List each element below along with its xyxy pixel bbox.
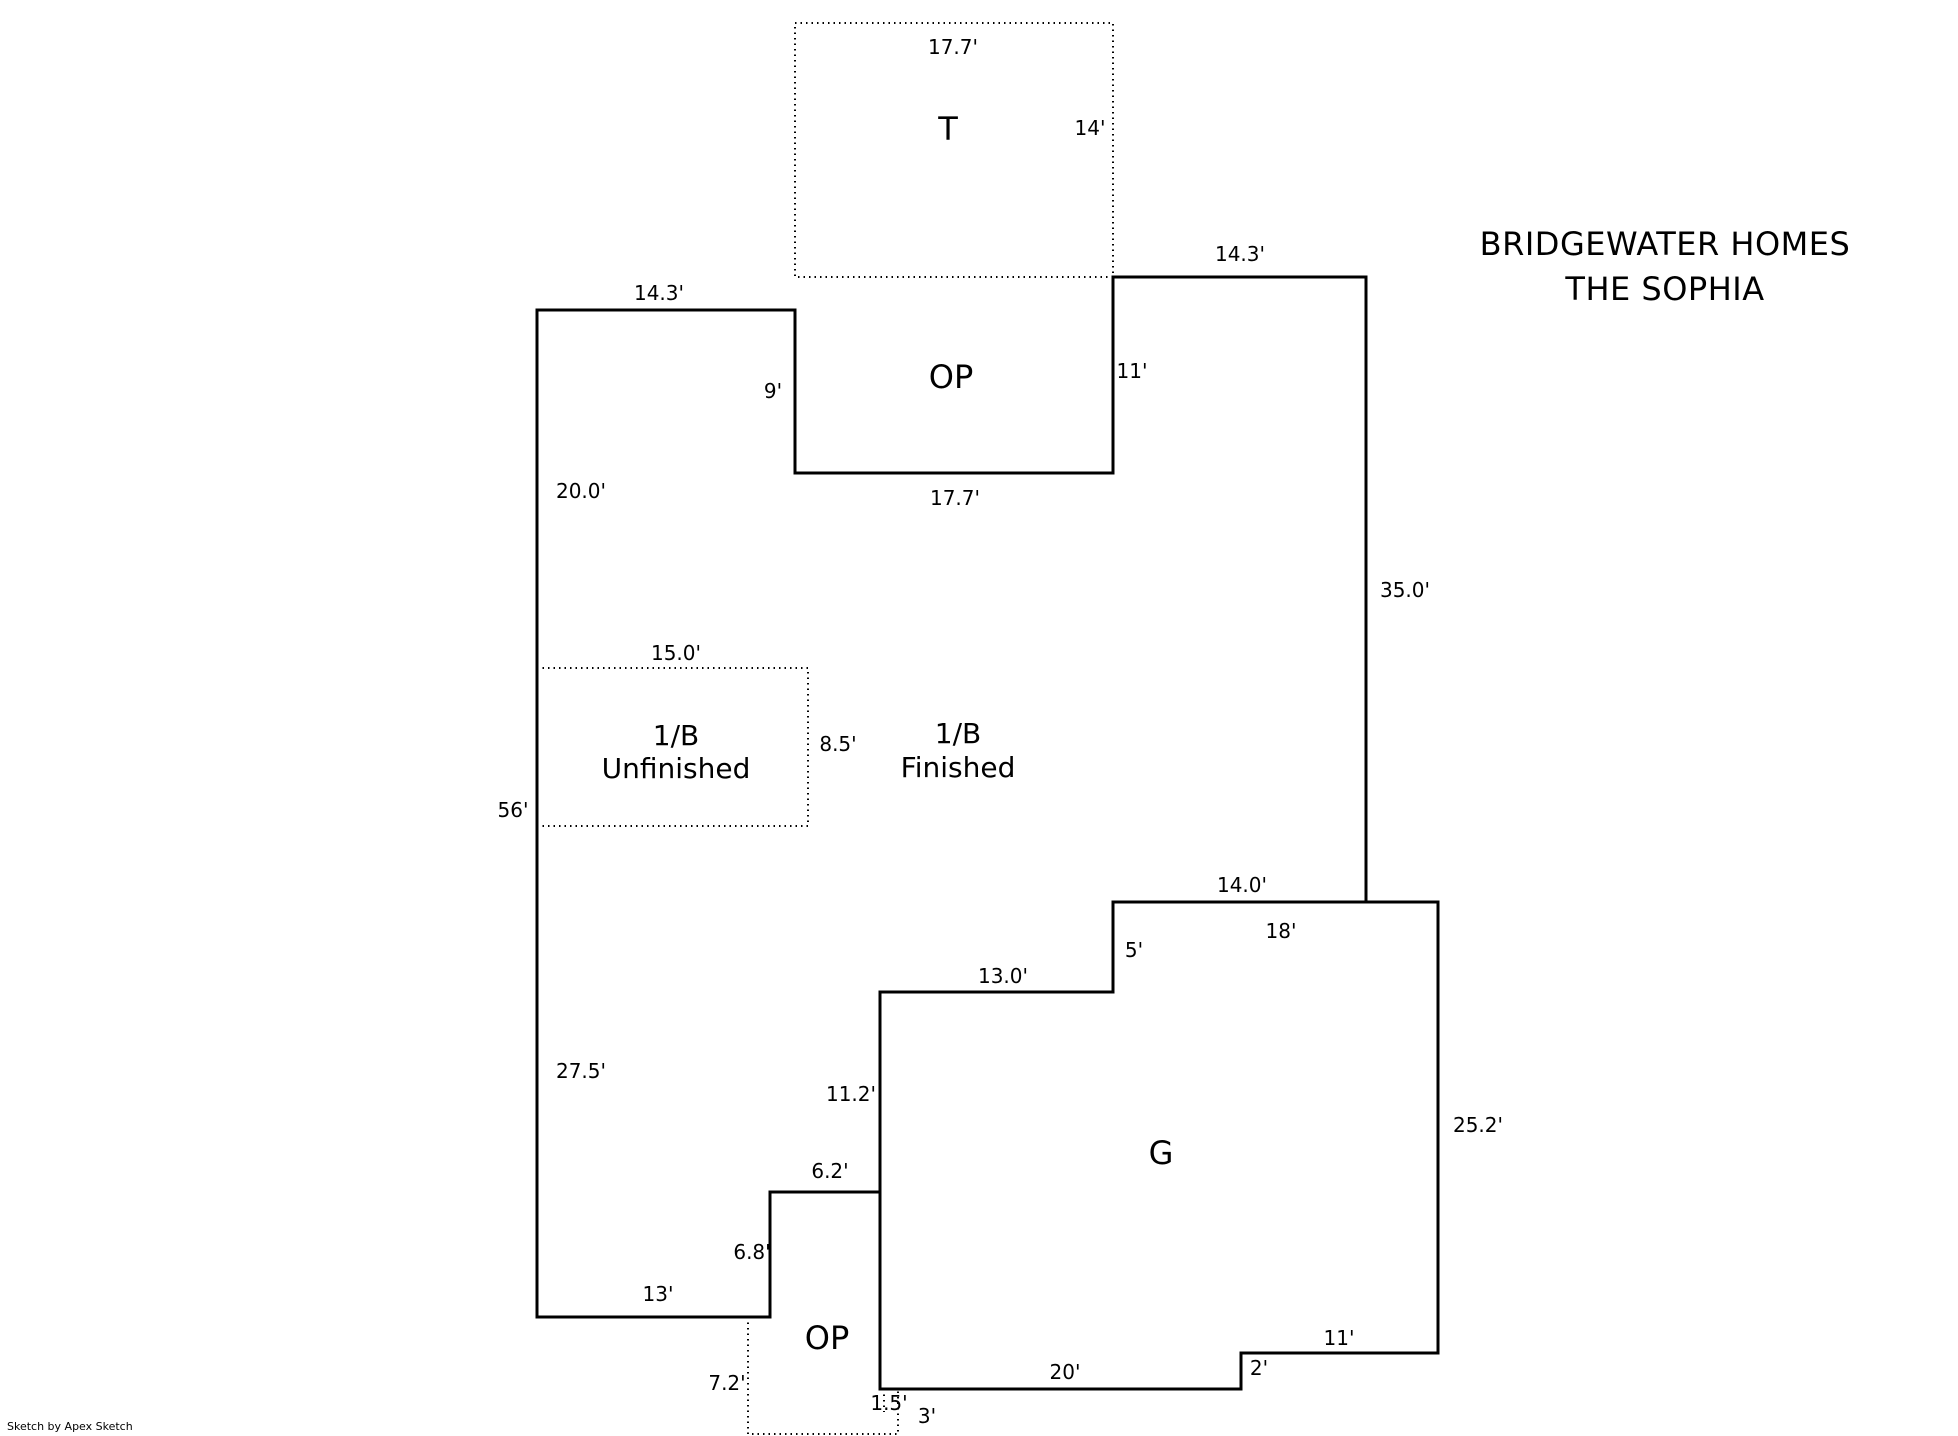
- dimension-label-house-garage-shared-width: 14.0': [1217, 873, 1267, 897]
- area-label-basement-finished-line2: Finished: [901, 751, 1016, 784]
- dimension-label-house-step2-height: 6.8': [733, 1240, 770, 1264]
- area-label-garage: G: [1149, 1134, 1174, 1172]
- dimension-label-left-wall-lower: 27.5': [556, 1059, 606, 1083]
- dimension-label-unfinished-width: 15.0': [651, 641, 701, 665]
- dimension-label-left-wall-total: 56': [498, 798, 529, 822]
- dimension-label-garage-top-width: 18': [1266, 919, 1297, 943]
- dimension-label-house-step-height: 11.2': [826, 1082, 876, 1106]
- apex-sketch-watermark: Sketch by Apex Sketch: [7, 1420, 133, 1433]
- dimension-label-porch-top-left-height: 9': [764, 379, 782, 403]
- dimension-label-porch-top-right-height: 11': [1117, 359, 1148, 383]
- dimension-label-bottom-left-width: 13': [643, 1282, 674, 1306]
- dimension-label-garage-step-height: 2': [1250, 1356, 1268, 1380]
- plan-title-line2: THE SOPHIA: [1565, 270, 1765, 308]
- terrace-outline: [794, 22, 1114, 278]
- dimension-label-left-wall-upper: 20.0': [556, 479, 606, 503]
- plan-title-line1: BRIDGEWATER HOMES: [1479, 225, 1851, 263]
- dimension-label-garage-notch-height: 5': [1125, 938, 1143, 962]
- area-label-open-porch-bottom: OP: [805, 1319, 849, 1357]
- area-label-basement-unfinished-line1: 1/B: [653, 719, 699, 752]
- garage-outline: [878, 900, 1440, 1391]
- unfinished-basement-outline: [536, 667, 809, 827]
- dimension-label-rear-porch-height: 7.2': [708, 1371, 745, 1395]
- area-label-basement-unfinished-line2: Unfinished: [602, 752, 751, 785]
- dimension-label-unfinished-height: 8.5': [819, 732, 856, 756]
- dimension-label-terrace-width: 17.7': [928, 35, 978, 59]
- dimension-label-house-step-width: 6.2': [811, 1159, 848, 1183]
- dimension-label-right-wall: 35.0': [1380, 578, 1430, 602]
- main-house-outline: [535, 275, 1368, 1319]
- area-label-terrace: T: [937, 110, 958, 148]
- dimension-label-rear-porch-step-height: 1.5': [870, 1391, 907, 1415]
- area-label-open-porch-top: OP: [929, 358, 973, 396]
- plan-title: BRIDGEWATER HOMES THE SOPHIA: [1450, 222, 1880, 312]
- dimension-label-rear-porch-right-height: 3': [918, 1404, 936, 1428]
- dimension-label-garage-right-wall: 25.2': [1453, 1113, 1503, 1137]
- dimension-label-front-upper-right-width: 14.3': [1215, 242, 1265, 266]
- dimension-label-front-upper-left-width: 14.3': [634, 281, 684, 305]
- dimension-label-garage-notch-width: 13.0': [978, 964, 1028, 988]
- area-label-basement-finished-line1: 1/B: [935, 717, 981, 750]
- dimension-label-terrace-height: 14': [1075, 116, 1106, 140]
- dimension-label-garage-bottom-right-width: 11': [1324, 1326, 1355, 1350]
- dimension-label-porch-top-width: 17.7': [930, 486, 980, 510]
- dimension-label-garage-bottom-width: 20': [1050, 1360, 1081, 1384]
